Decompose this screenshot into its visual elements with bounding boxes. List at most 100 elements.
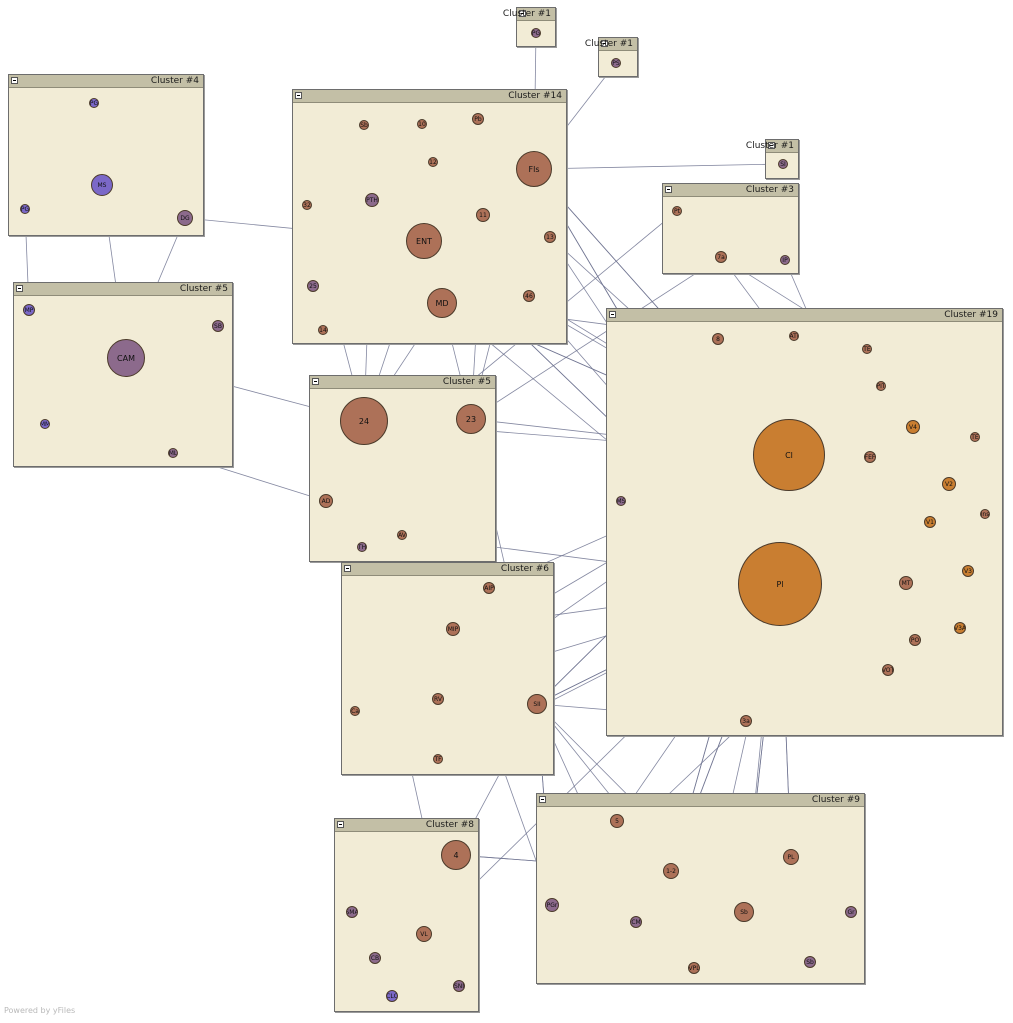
node-label: 1-2 — [666, 867, 676, 875]
node-Fls[interactable]: Fls — [516, 151, 552, 187]
node-c19_e[interactable]: V4 — [906, 420, 920, 434]
node-Cl[interactable]: Cl — [753, 419, 825, 491]
collapse-icon[interactable] — [312, 378, 319, 385]
node-c9_e[interactable]: Sb — [734, 902, 754, 922]
node-c5_d[interactable]: ML — [168, 448, 178, 458]
node-c6_d[interactable]: RV — [432, 693, 444, 705]
collapse-icon[interactable] — [539, 796, 546, 803]
node-n4_left[interactable]: PG — [20, 204, 30, 214]
node-c19_j[interactable]: MS — [616, 496, 626, 506]
node-c19_q[interactable]: 3a — [740, 715, 752, 727]
cluster-title: Cluster #1 — [745, 141, 794, 151]
node-c5b_c[interactable]: AV — [397, 530, 407, 540]
node-c19_o[interactable]: V3A — [954, 622, 966, 634]
node-c9_f[interactable]: Gr — [845, 906, 857, 918]
node-label: Pb — [474, 115, 482, 123]
node-n23[interactable]: 23 — [456, 404, 486, 434]
node-c14_j[interactable]: 46 — [523, 290, 535, 302]
node-c19_n[interactable]: PO — [909, 634, 921, 646]
node-c5_a[interactable]: MP — [23, 304, 35, 316]
node-label: MS — [97, 181, 107, 189]
node-n24[interactable]: 24 — [340, 397, 388, 445]
node-c19_p[interactable]: VOT — [882, 664, 894, 676]
node-c8_e[interactable]: SNI — [453, 980, 465, 992]
collapse-icon[interactable] — [337, 821, 344, 828]
node-c8_b[interactable]: VL — [416, 926, 432, 942]
node-c1c_n[interactable]: SI — [778, 159, 788, 169]
node-c19_g[interactable]: TE — [970, 432, 980, 442]
collapse-icon[interactable] — [519, 10, 526, 17]
node-c8_c[interactable]: CB — [369, 952, 381, 964]
node-c6_c[interactable]: Ca — [350, 706, 360, 716]
node-SII[interactable]: SII — [527, 694, 547, 714]
node-label: SI — [780, 160, 786, 168]
collapse-icon[interactable] — [11, 77, 18, 84]
node-DG[interactable]: DG — [177, 210, 193, 226]
node-c14_e[interactable]: 32 — [302, 200, 312, 210]
node-c14_c[interactable]: Pb — [472, 113, 484, 125]
node-label: IP — [782, 256, 788, 264]
collapse-icon[interactable] — [344, 565, 351, 572]
node-c5b_b[interactable]: TH — [357, 542, 367, 552]
node-c9_h[interactable]: VPL — [688, 962, 700, 974]
node-n4[interactable]: 4 — [441, 840, 471, 870]
node-c19_c[interactable]: TE — [862, 344, 872, 354]
node-c3_a[interactable]: Pt — [672, 206, 682, 216]
node-c14_d[interactable]: 12 — [428, 157, 438, 167]
collapse-icon[interactable] — [16, 285, 23, 292]
node-c19_m[interactable]: V3 — [962, 565, 974, 577]
node-c9_a[interactable]: 5 — [610, 814, 624, 828]
node-label: 10 — [418, 120, 426, 128]
node-c19_a[interactable]: 8 — [712, 333, 724, 345]
node-n4_top[interactable]: PG — [89, 98, 99, 108]
node-c14_b[interactable]: 10 — [417, 119, 427, 129]
node-c3_b[interactable]: 7a — [715, 251, 727, 263]
node-c9_d[interactable]: PL — [783, 849, 799, 865]
node-c1b_n[interactable]: PS — [611, 58, 621, 68]
node-label: 4 — [453, 850, 459, 860]
collapse-icon[interactable] — [665, 186, 672, 193]
node-label: 8 — [716, 335, 720, 343]
node-c5b_a[interactable]: AD — [319, 494, 333, 508]
node-CAM[interactable]: CAM — [107, 339, 145, 377]
node-c6_b[interactable]: MIP — [446, 622, 460, 636]
node-c9_i[interactable]: Sb — [804, 956, 816, 968]
node-label: DG — [180, 214, 190, 222]
node-MD[interactable]: MD — [427, 288, 457, 318]
node-MS[interactable]: MS — [91, 174, 113, 196]
node-c19_d[interactable]: PIT — [876, 381, 886, 391]
node-c9_b[interactable]: PGr — [545, 898, 559, 912]
node-c5_c[interactable]: MM — [40, 419, 50, 429]
node-c5_b[interactable]: SB — [212, 320, 224, 332]
node-c19_i[interactable]: Ins — [980, 509, 990, 519]
node-c6_a[interactable]: AIP — [483, 582, 495, 594]
node-c19_h[interactable]: V2 — [942, 477, 956, 491]
node-c19_k[interactable]: V1 — [924, 516, 936, 528]
collapse-icon[interactable] — [295, 92, 302, 99]
collapse-icon[interactable] — [601, 40, 608, 47]
node-c19_f[interactable]: FEF — [864, 451, 876, 463]
node-c19_l[interactable]: MT — [899, 576, 913, 590]
node-c6_e[interactable]: TF — [433, 754, 443, 764]
footer-credit: Powered by yFiles — [4, 1006, 76, 1015]
node-c14_k[interactable]: 14 — [318, 325, 328, 335]
node-c9_c[interactable]: 1-2 — [663, 863, 679, 879]
node-c14_h[interactable]: 13 — [544, 231, 556, 243]
node-c14_i[interactable]: 25 — [307, 280, 319, 292]
node-c14_g[interactable]: 11 — [476, 208, 490, 222]
collapse-icon[interactable] — [609, 311, 616, 318]
cluster-header: Cluster #8 — [335, 819, 478, 832]
node-ENT[interactable]: ENT — [406, 223, 442, 259]
node-c14_f[interactable]: PTH — [365, 193, 379, 207]
node-c14_a[interactable]: Sb — [359, 120, 369, 130]
node-Pl[interactable]: Pl — [738, 542, 822, 626]
node-c8_a[interactable]: SMA — [346, 906, 358, 918]
collapse-icon[interactable] — [768, 142, 775, 149]
node-label: Cl — [785, 450, 793, 460]
node-c1a_n[interactable]: PG — [531, 28, 541, 38]
node-c3_c[interactable]: IP — [780, 255, 790, 265]
node-c8_d[interactable]: CLC — [386, 990, 398, 1002]
cluster-title: Cluster #4 — [150, 76, 199, 86]
node-c19_b[interactable]: ATI — [789, 331, 799, 341]
node-c9_g[interactable]: CM — [630, 916, 642, 928]
